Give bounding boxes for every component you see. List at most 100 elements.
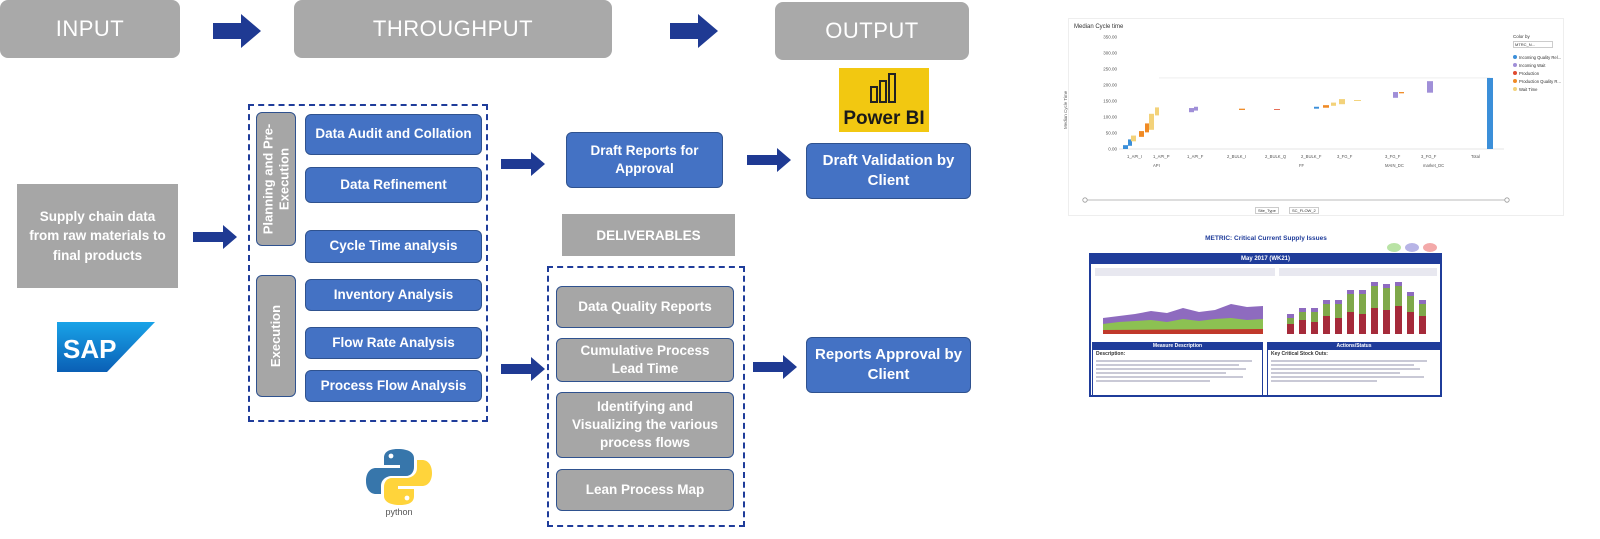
y-tick-label: 300.00: [1103, 51, 1117, 56]
y-tick-label: 0.00: [1108, 147, 1117, 152]
planning-phase-text: Planning and Pre-Execution: [260, 123, 291, 235]
input-data-box: Supply chain data from raw materials to …: [17, 184, 178, 288]
supply-issues-dashboard: METRIC: Critical Current Supply Issues M…: [1088, 232, 1444, 398]
waterfall-ylabel: Median Cycle Time: [1063, 90, 1068, 129]
status-dot-red: [1423, 243, 1437, 252]
dashboard-bar: [1347, 294, 1354, 312]
waterfall-bar: [1339, 99, 1345, 105]
sap-logo-text: SAP: [63, 334, 116, 364]
header-arrow-1: [213, 14, 261, 48]
waterfall-bar: [1314, 106, 1319, 109]
y-tick-label: 350.00: [1103, 35, 1117, 40]
waterfall-plot: 0.0050.00100.00150.00200.00250.00300.003…: [1082, 35, 1510, 203]
input-header: INPUT: [0, 0, 180, 58]
legend-item[interactable]: Wait Time: [1513, 85, 1561, 93]
y-tick-label: 150.00: [1103, 99, 1117, 104]
x-group-label: MAIN_DC: [1385, 163, 1404, 168]
throughput-header: THROUGHPUT: [294, 0, 612, 58]
legend-item[interactable]: Incoming Quality Rel...: [1513, 53, 1561, 61]
y-tick-label: 250.00: [1103, 67, 1117, 72]
dashboard-bar: [1287, 314, 1294, 318]
dashboard-bar: [1347, 312, 1354, 334]
python-logo-text: python: [385, 507, 412, 517]
dashboard-bar: [1395, 282, 1402, 286]
draft-validation-label: Draft Validation by Client: [822, 151, 955, 189]
waterfall-bar: [1427, 81, 1433, 93]
dashboard-bar: [1323, 304, 1330, 316]
deliverable-lean-map: Lean Process Map: [556, 469, 734, 511]
step-label: Process Flow Analysis: [320, 377, 467, 393]
step-data-refinement: Data Refinement: [305, 167, 482, 203]
status-dot-green: [1387, 243, 1401, 252]
x-tick-label: 1_API_P: [1153, 154, 1170, 159]
dashboard-bar: [1383, 288, 1390, 310]
waterfall-bar: [1189, 108, 1194, 113]
dashboard-bar: [1359, 290, 1366, 294]
waterfall-bar: [1399, 92, 1404, 94]
y-tick-label: 50.00: [1106, 131, 1118, 136]
filter-sc-flow[interactable]: SC_FLOW_2: [1289, 207, 1319, 214]
step-cycle-time: Cycle Time analysis: [305, 230, 482, 263]
period-banner: May 2017 (WK21): [1091, 255, 1440, 264]
step-flow-rate: Flow Rate Analysis: [305, 327, 482, 359]
legend-select-value: MTRC_N...: [1515, 42, 1535, 47]
description-section: Measure Description Description:: [1092, 342, 1263, 397]
python-logo: python: [366, 449, 432, 517]
dashboard-bar: [1311, 322, 1318, 334]
dashboard-bar: [1335, 304, 1342, 318]
dashboard-bar: [1299, 320, 1306, 334]
x-group-label: market_DC: [1423, 163, 1444, 168]
filter-label: Site_Type: [1258, 208, 1276, 213]
dashboard-bar: [1359, 314, 1366, 334]
waterfall-bar: [1131, 135, 1136, 142]
deliverables-label: DELIVERABLES: [562, 214, 735, 256]
waterfall-bar: [1331, 102, 1336, 106]
dashboard-bar: [1383, 284, 1390, 288]
legend-swatch: [1513, 71, 1517, 75]
legend-select[interactable]: MTRC_N...: [1513, 41, 1553, 48]
dashboard-title: METRIC: Critical Current Supply Issues: [1205, 235, 1327, 242]
legend-item[interactable]: Production: [1513, 69, 1561, 77]
actions-head: Key Critical Stock Outs:: [1271, 351, 1328, 357]
deliverable-process-flows: Identifying and Visualizing the various …: [556, 392, 734, 458]
draft-validation-box: Draft Validation by Client: [806, 143, 971, 199]
waterfall-bar: [1487, 77, 1493, 149]
throughput-group: [248, 104, 488, 422]
dashboard-bar: [1359, 294, 1366, 314]
waterfall-bar: [1128, 139, 1132, 146]
legend-title: Color by: [1513, 34, 1530, 39]
waterfall-bar: [1139, 131, 1144, 137]
powerbi-logo: Power BI: [839, 68, 929, 132]
legend-label: Wait Time: [1519, 86, 1538, 92]
powerbi-logo-text: Power BI: [843, 108, 925, 129]
sap-logo: SAP: [57, 322, 155, 372]
dashboard-body: May 2017 (WK21) Measure Description Desc…: [1089, 253, 1442, 397]
measure-description-header: Measure Description: [1093, 343, 1262, 350]
waterfall-bar: [1323, 105, 1329, 108]
dashboard-bar: [1335, 300, 1342, 304]
x-tick-label: 3_FG_F: [1421, 154, 1437, 159]
status-dot-purple: [1405, 243, 1419, 252]
y-tick-label: 200.00: [1103, 83, 1117, 88]
x-tick-label: 1_API_I: [1127, 154, 1142, 159]
step-data-audit: Data Audit and Collation: [305, 114, 482, 155]
reports-approval-label: Reports Approval by Client: [815, 345, 962, 383]
legend-label: Incoming Quality Rel...: [1519, 54, 1562, 60]
x-tick-label: 3_FG_F: [1385, 154, 1401, 159]
deliverable-label: Lean Process Map: [585, 481, 705, 497]
dashboard-bar: [1311, 308, 1318, 312]
x-tick-label: 2_BULK_F: [1301, 154, 1322, 159]
legend-swatch: [1513, 79, 1517, 83]
dashboard-bar: [1407, 312, 1414, 334]
waterfall-bar: [1354, 100, 1361, 101]
dashboard-bar: [1299, 308, 1306, 312]
deliverables-group: [547, 266, 745, 527]
dashboard-bar: [1383, 310, 1390, 334]
planning-phase-label: Planning and Pre-Execution: [256, 112, 296, 246]
dashboard-bar: [1407, 292, 1414, 296]
waterfall-bar: [1145, 123, 1149, 133]
filter-site-type[interactable]: Site_Type: [1255, 207, 1279, 214]
legend-item[interactable]: Incoming Wait: [1513, 61, 1561, 69]
x-group-label: FF: [1299, 163, 1305, 168]
legend-item[interactable]: Production Quality R...: [1513, 77, 1561, 85]
